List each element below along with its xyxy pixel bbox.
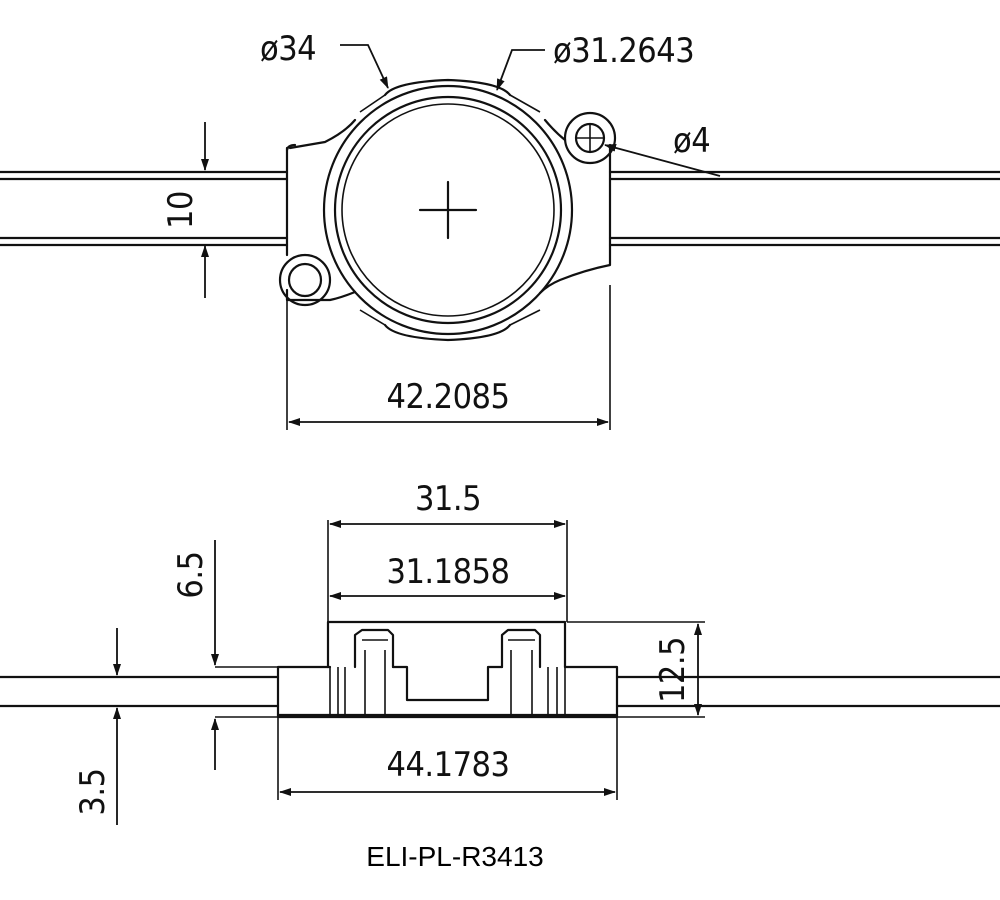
part-number: ELI-PL-R3413	[366, 841, 543, 872]
label-outer-diameter: ø34	[260, 29, 316, 69]
label-base-height: 3.5	[73, 768, 113, 815]
top-cable-right	[608, 170, 1000, 247]
side-upper-profile	[326, 620, 567, 669]
label-inner-diameter: ø31.2643	[553, 31, 694, 71]
outer-ring	[322, 84, 574, 336]
side-cable-left	[0, 675, 280, 708]
label-cable-spacing: 10	[161, 191, 201, 229]
top-view: ø34 ø31.2643 ø4 10 42.2085	[0, 29, 1000, 430]
label-top-width: 31.5	[415, 479, 481, 519]
dim-total-height: 12.5	[567, 621, 705, 718]
dim-hole-diameter: ø4	[604, 121, 721, 177]
label-hole-diameter: ø4	[673, 121, 710, 161]
side-post-right	[500, 628, 542, 669]
mount-hole-top-right	[563, 111, 617, 165]
module-body-outline	[285, 118, 612, 302]
side-view: 31.5 31.1858 6.5 12.5 44.1783	[0, 479, 1000, 825]
side-post-left	[353, 628, 395, 669]
label-upper-height: 6.5	[171, 551, 211, 598]
top-cable-left	[0, 170, 289, 247]
dim-base-height: 3.5	[73, 628, 121, 825]
side-cable-right	[615, 675, 1000, 708]
dim-body-width: 42.2085	[286, 285, 611, 430]
label-total-height: 12.5	[653, 637, 693, 703]
dim-upper-height: 6.5	[171, 540, 278, 770]
dim-top-width: 31.5	[327, 479, 568, 622]
inner-ring	[333, 95, 563, 325]
dim-inner-width: 31.1858	[329, 552, 566, 600]
label-inner-width: 31.1858	[387, 552, 510, 592]
side-center-channel	[391, 665, 504, 702]
mount-hole-bottom-left	[278, 253, 332, 307]
dim-outer-diameter: ø34	[260, 29, 389, 89]
flange-tab-bottom	[383, 323, 512, 342]
dim-cable-spacing: 10	[161, 122, 209, 298]
dim-inner-diameter: ø31.2643	[496, 31, 695, 91]
dim-base-width: 44.1783	[277, 717, 618, 800]
label-base-width: 44.1783	[387, 745, 510, 785]
label-body-width: 42.2085	[387, 377, 510, 417]
side-base-block	[276, 665, 619, 719]
